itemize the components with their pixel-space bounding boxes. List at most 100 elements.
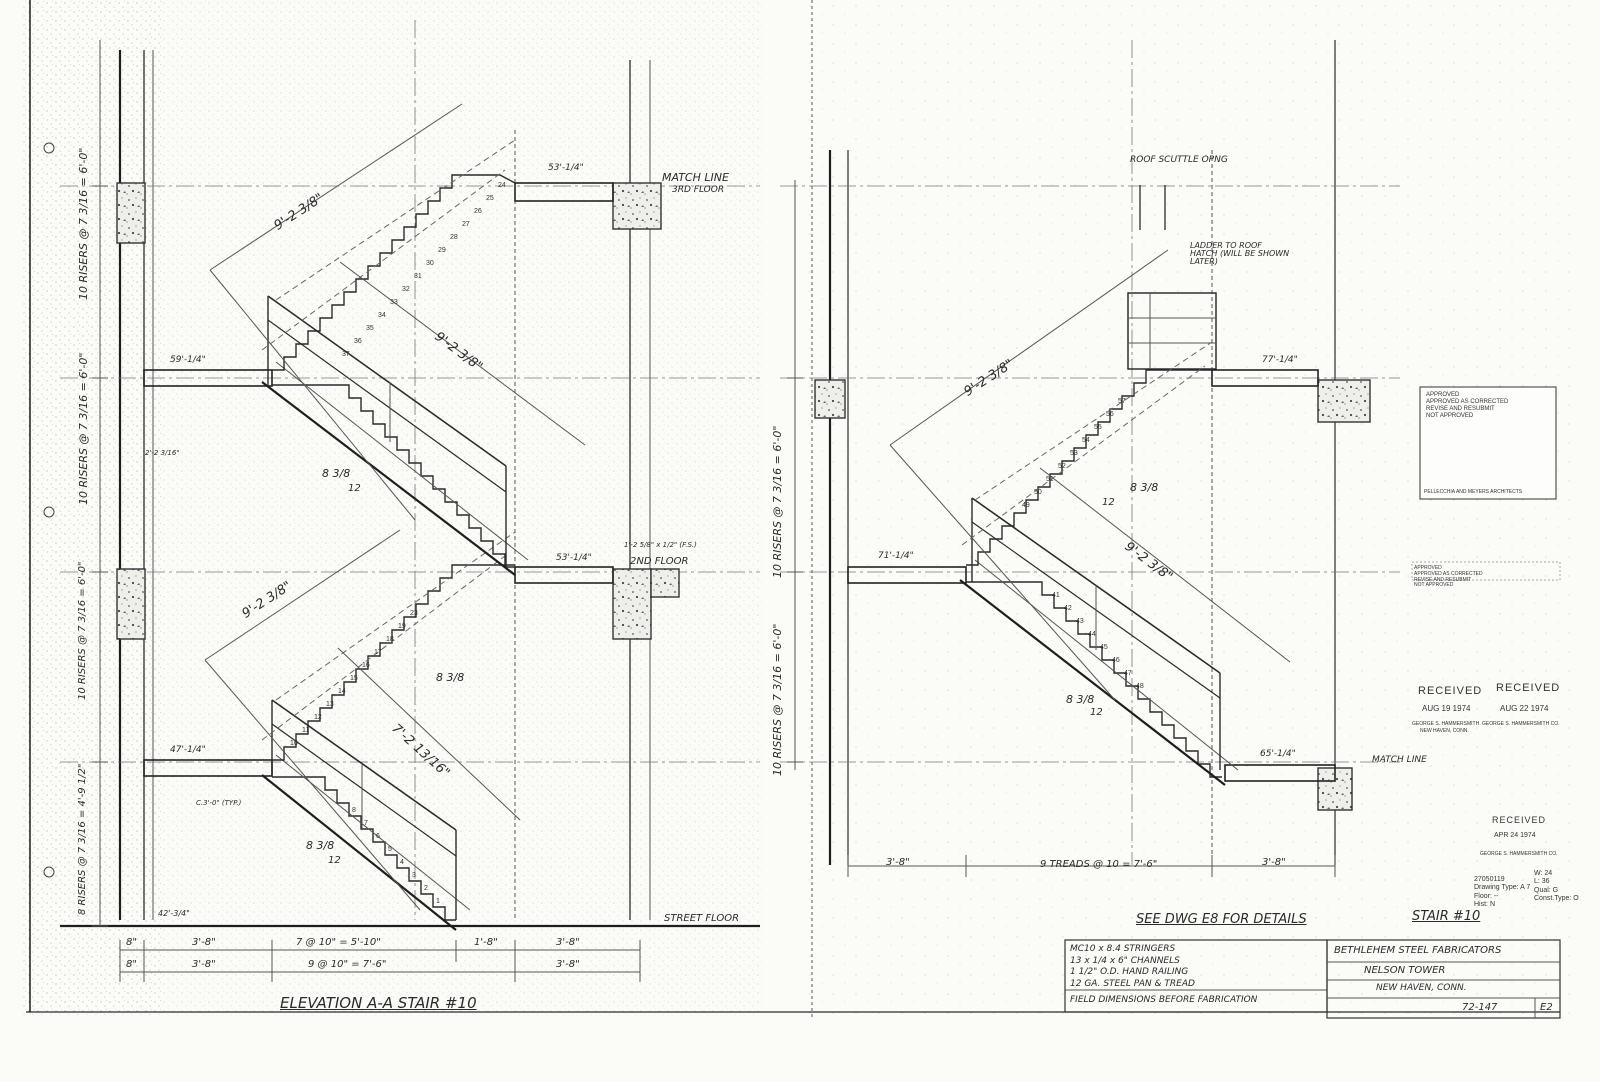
step-number: 41 xyxy=(1052,592,1060,599)
step-number: 31 xyxy=(414,273,422,280)
stair-label: STAIR #10 xyxy=(1412,909,1481,924)
slab-3rd-floor xyxy=(612,182,662,230)
step-number: 36 xyxy=(354,338,362,345)
step-number: 2 xyxy=(424,885,428,892)
right-tread: 12 xyxy=(1102,497,1115,508)
archive-label-right: W: 24 L: 36 Qual: G Const.Type: O xyxy=(1534,870,1579,904)
archive-type: Drawing Type: A 7 xyxy=(1474,884,1531,892)
received-stamp xyxy=(1411,561,1561,581)
right-tread-2: 12 xyxy=(1090,707,1103,718)
step-number: 17 xyxy=(374,649,382,656)
title-drawing-no: 72-147 xyxy=(1462,1002,1498,1013)
lower-received-firm: GEORGE S. HAMMERSMITH CO. xyxy=(1480,851,1558,857)
note-line: 12 GA. STEEL PAN & TREAD xyxy=(1070,979,1195,990)
elev-landing-mid: 53'-1/4" xyxy=(556,553,592,563)
step-number: 8 xyxy=(352,807,356,814)
step-number: 56 xyxy=(1106,411,1114,418)
left-elevation xyxy=(60,20,760,982)
step-number: 19 xyxy=(398,623,406,630)
step-number: 11 xyxy=(302,727,310,734)
stamp-line: NOT APPROVED xyxy=(1414,582,1454,589)
vertical-dim-3: 10 RISERS @ 7 3/16 = 6'-0" xyxy=(77,561,88,700)
step-number: 7 xyxy=(364,820,368,827)
riser-height-3: 8 3/8 xyxy=(306,839,335,852)
step-number: 28 xyxy=(450,234,458,241)
match-line-right: MATCH LINE xyxy=(1372,755,1427,765)
vertical-dim-1: 10 RISERS @ 7 3/16 = 6'-0" xyxy=(77,147,90,300)
step-number: 18 xyxy=(386,636,394,643)
slab-roof xyxy=(1317,379,1371,423)
archive-const: Const.Type: O xyxy=(1534,895,1579,903)
right-bottom-dim-3: 3'-8" xyxy=(1262,857,1286,868)
right-bottom-dim-1: 3'-8" xyxy=(886,857,910,868)
rail-note: 1'-2 5/8" x 1/2" (F.S.) xyxy=(624,541,697,549)
step-number: 1 xyxy=(436,898,440,905)
landing-top-right xyxy=(1211,369,1319,387)
elev-right-mid: 71'-1/4" xyxy=(878,551,914,561)
approval-firm: PELLECCHIA AND MEYERS ARCHITECTS xyxy=(1424,489,1523,495)
step-number: 55 xyxy=(1094,424,1102,431)
received-firm-1: GEORGE S. HAMMERSMITH xyxy=(1412,721,1480,727)
approval-stamp-lines: APPROVED APPROVED AS CORRECTED REVISE AN… xyxy=(1426,392,1508,420)
bottom-dim-f: 8" xyxy=(126,959,137,970)
step-number: 47 xyxy=(1124,670,1132,677)
right-elevation xyxy=(780,40,1400,877)
step-number: 54 xyxy=(1082,437,1090,444)
riser-height-2: 8 3/8 xyxy=(436,671,465,684)
step-number: 57 xyxy=(1118,398,1126,405)
stamp-line: APPROVED xyxy=(1414,565,1442,571)
riser-height: 8 3/8 xyxy=(322,467,351,480)
archive-l: L: 36 xyxy=(1534,878,1550,886)
archive-label: 27050119 Drawing Type: A 7 Floor: -- His… xyxy=(1474,876,1530,910)
right-bottom-dim-2: 9 TREADS @ 10 = 7'-6" xyxy=(1040,859,1158,870)
step-number: 10 xyxy=(290,740,298,747)
step-number: 53 xyxy=(1070,450,1078,457)
landing-upper xyxy=(143,369,273,387)
clear-note: C.3'-0" (TYP.) xyxy=(196,799,242,807)
step-number: 32 xyxy=(402,286,410,293)
bottom-dim-i: 3'-8" xyxy=(556,959,580,970)
roof-ladder xyxy=(1127,292,1217,370)
archive-qual: Qual: G xyxy=(1534,886,1559,894)
step-number: 27 xyxy=(462,221,470,228)
approval-stamp xyxy=(1419,386,1557,500)
vertical-dim-2: 10 RISERS @ 7 3/16 = 6'-0" xyxy=(77,352,90,505)
stamp-line: APPROVED AS CORRECTED xyxy=(1414,570,1483,577)
step-number: 51 xyxy=(1046,476,1054,483)
step-number: 46 xyxy=(1112,657,1120,664)
stamp-line: REVISE AND RESUBMIT xyxy=(1414,576,1472,583)
step-number: 50 xyxy=(1034,489,1042,496)
elev-datum: 42'-3/4" xyxy=(158,909,190,918)
title-sheet: E2 xyxy=(1540,1002,1553,1013)
vertical-dim-4: 8 RISERS @ 7 3/16 = 4'-9 1/2" xyxy=(77,763,88,915)
right-riser-2: 8 3/8 xyxy=(1066,693,1095,706)
step-number: 44 xyxy=(1088,631,1096,638)
punch-hole xyxy=(43,866,55,878)
title-company: BETHLEHEM STEEL FABRICATORS xyxy=(1334,945,1502,956)
elev-right-low: 65'-1/4" xyxy=(1260,749,1296,759)
archive-hist: Hist: N xyxy=(1474,901,1495,909)
bottom-dim-c: 7 @ 10" = 5'-10" xyxy=(296,937,381,948)
step-number: 3 xyxy=(412,872,416,879)
step-number: 52 xyxy=(1058,463,1066,470)
elev-landing-top: 53'-1/4" xyxy=(548,163,584,173)
landing-low-right xyxy=(1224,764,1336,782)
left-edge-speckle xyxy=(22,0,162,1015)
archive-id: 27050119 xyxy=(1474,876,1505,883)
see-details-note: SEE DWG E8 FOR DETAILS xyxy=(1136,912,1307,927)
lower-received-date: APR 24 1974 xyxy=(1494,832,1536,839)
note-line: MC10 x 8.4 STRINGERS xyxy=(1070,944,1176,954)
step-number: 45 xyxy=(1100,644,1108,651)
bottom-dim-a: 8" xyxy=(126,937,137,948)
received-city: NEW HAVEN, CONN. xyxy=(1420,728,1469,734)
right-sheet-speckle xyxy=(800,0,1580,1015)
title-block xyxy=(1326,939,1561,1019)
right-vertical-dim-2: 10 RISERS @ 7 3/16 = 6'-0" xyxy=(771,623,784,776)
elev-right-top: 77'-1/4" xyxy=(1262,355,1298,365)
right-vertical-dim-1: 10 RISERS @ 7 3/16 = 6'-0" xyxy=(771,425,784,578)
step-number: 43 xyxy=(1076,618,1084,625)
step-number: 16 xyxy=(362,662,370,669)
step-number: 42 xyxy=(1064,605,1072,612)
step-number: 48 xyxy=(1136,683,1144,690)
